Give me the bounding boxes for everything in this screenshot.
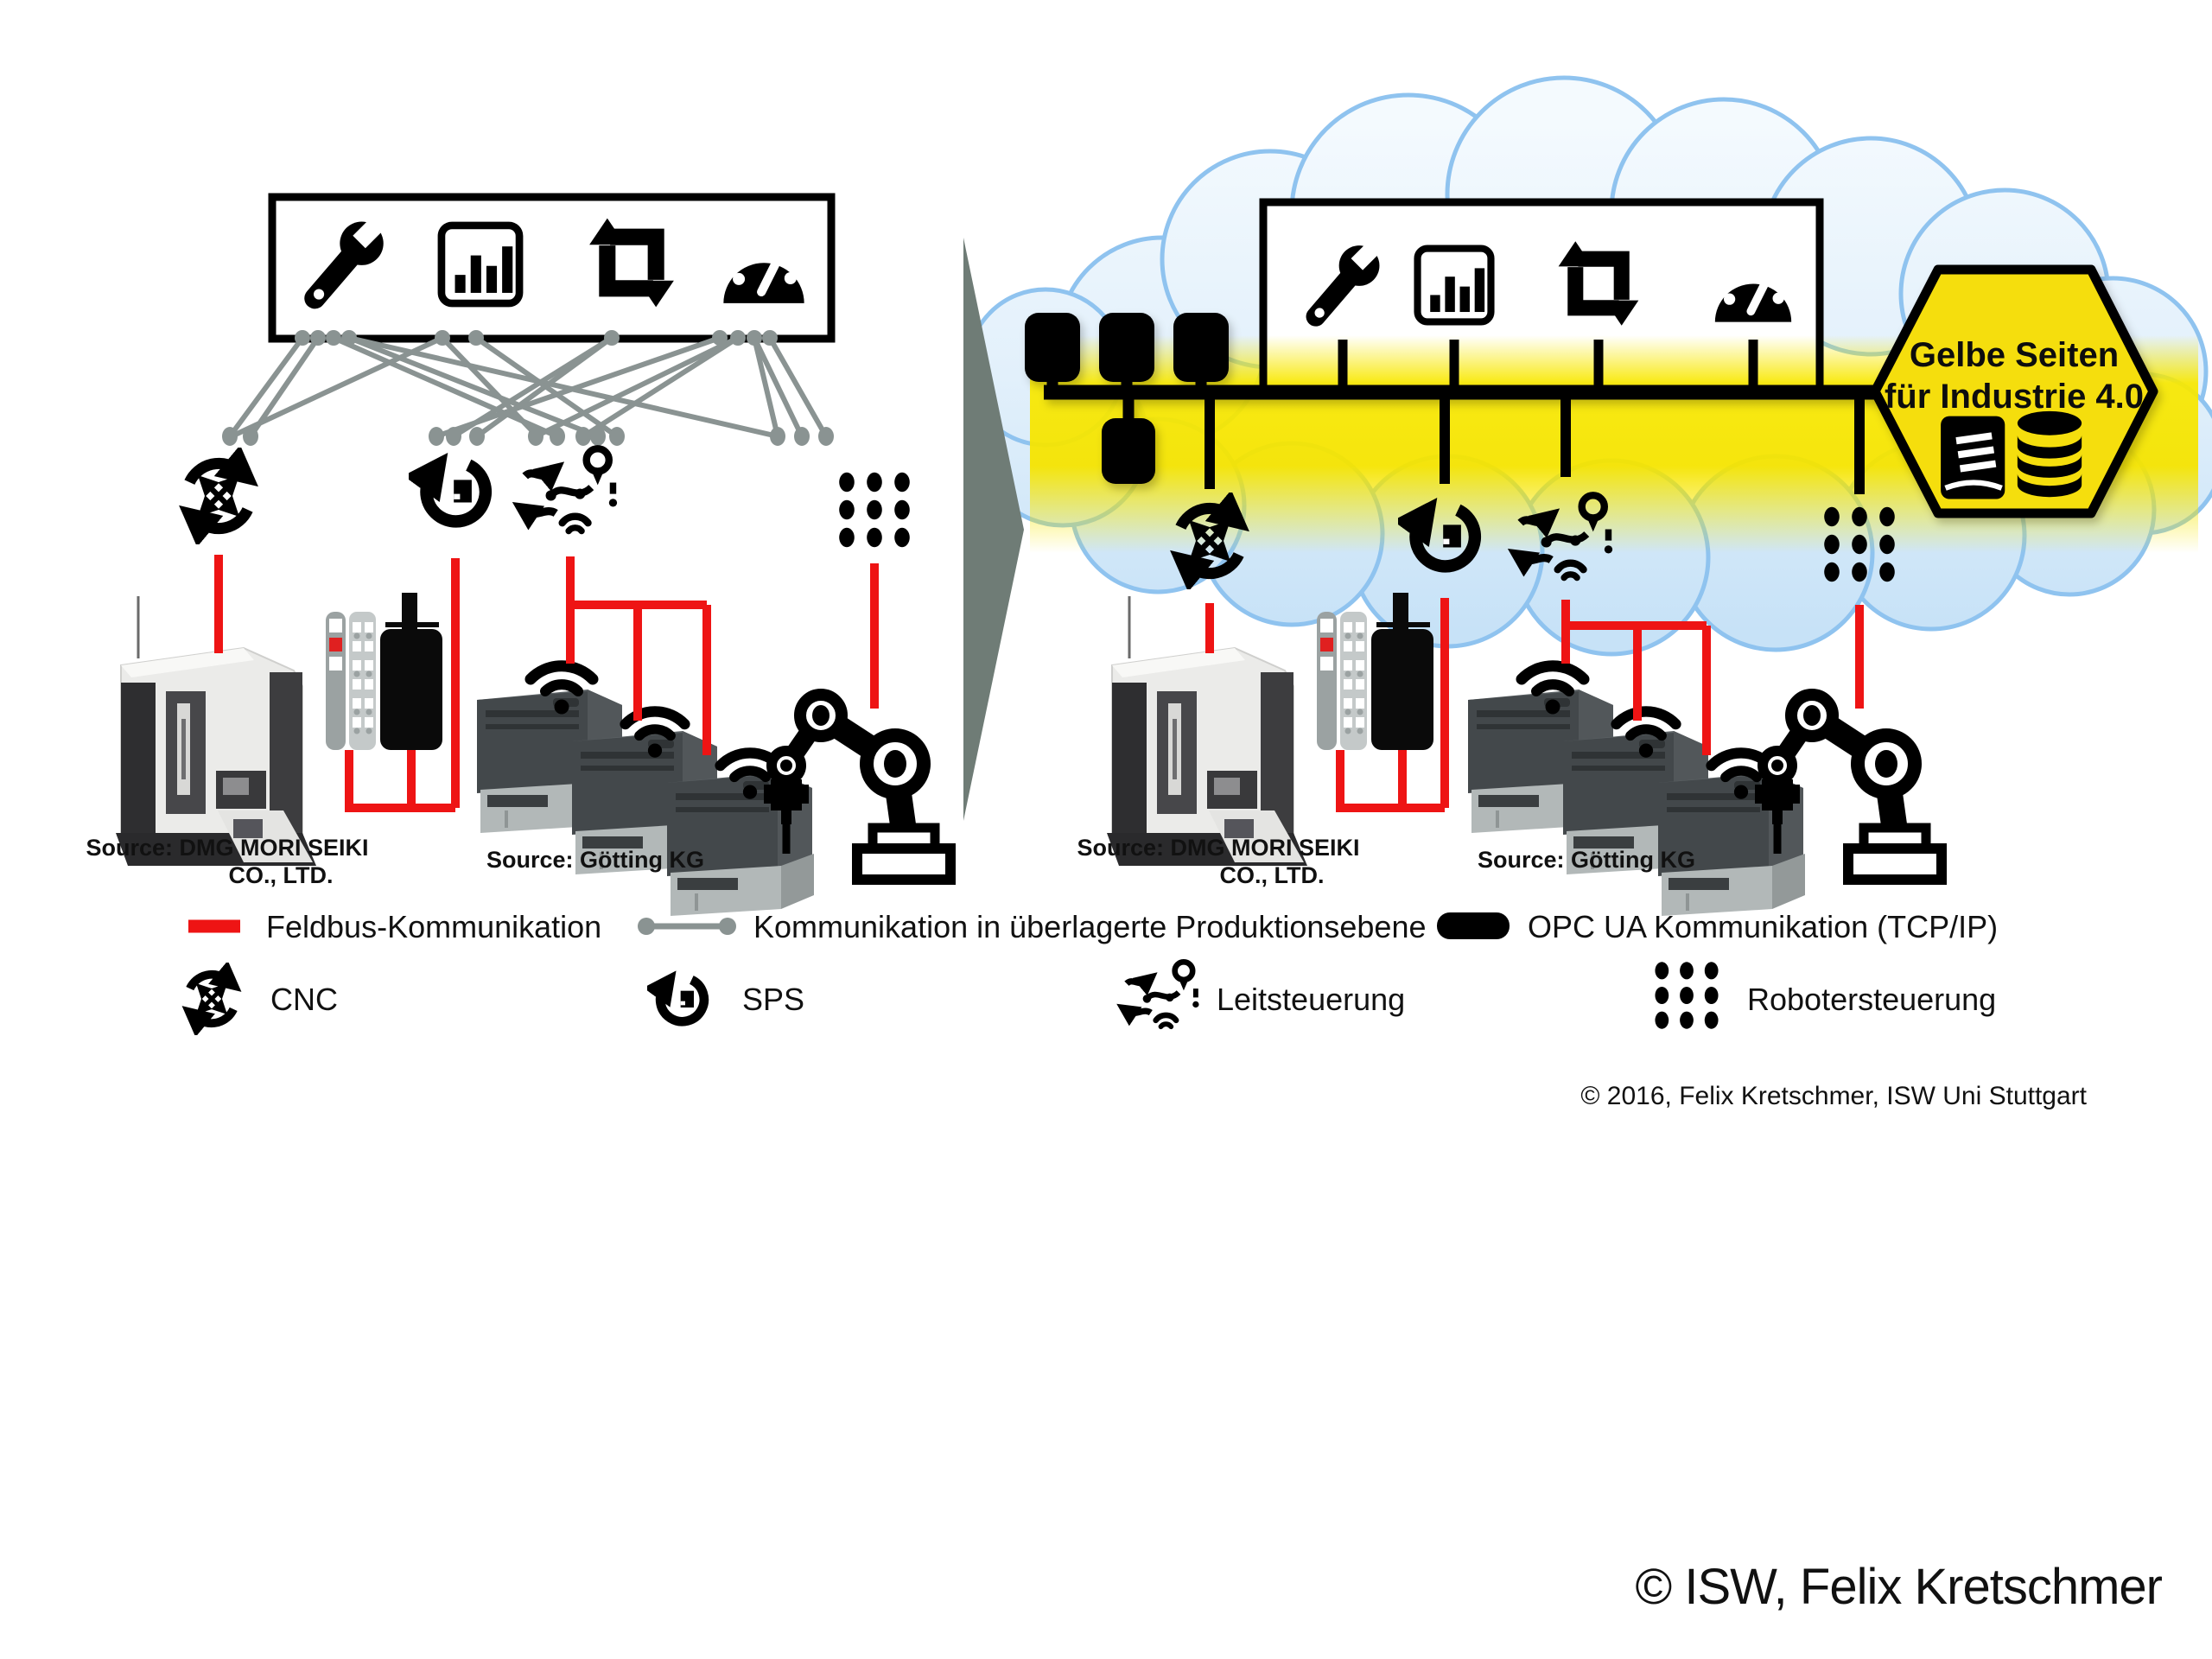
yellow-pages-badge: Gelbe Seiten für Industrie 4.0 xyxy=(1870,264,2158,518)
bar-chart-icon xyxy=(442,226,519,303)
legend-label-ueberlagert: Kommunikation in überlagerte Produktions… xyxy=(753,909,1426,944)
robot-dots-icon xyxy=(1655,962,1719,1029)
cnc-icon xyxy=(189,463,247,528)
transition-arrow xyxy=(963,238,1024,821)
fieldbus-lines-right xyxy=(1205,598,1864,812)
robot-dots-icon xyxy=(839,472,910,548)
legend-label-opcua: OPC UA Kommunikation (TCP/IP) xyxy=(1528,909,1998,944)
robot-dots-icon xyxy=(1824,506,1895,582)
cnc-icon xyxy=(190,975,233,1023)
legend-label-sps: SPS xyxy=(742,982,804,1017)
page-credit: © ISW, Felix Kretschmer xyxy=(1635,1559,2162,1615)
badge-line1: Gelbe Seiten xyxy=(1910,336,2119,374)
bus-node-icon xyxy=(1025,313,1229,484)
legend-label-feldbus: Feldbus-Kommunikation xyxy=(266,909,601,944)
diagram-credit: © 2016, Felix Kretschmer, ISW Uni Stuttg… xyxy=(1580,1082,2087,1110)
bus-drop-lines xyxy=(1205,398,1865,494)
legend-label-cnc: CNC xyxy=(270,982,338,1017)
sps-icon xyxy=(426,465,485,521)
opc-ua-bus-group xyxy=(1025,313,1953,484)
services-box-left xyxy=(268,193,836,343)
leitsteuerung-icon xyxy=(1127,962,1199,1027)
legend-label-leitsteuerung: Leitsteuerung xyxy=(1217,982,1405,1017)
leitsteuerung-icon xyxy=(525,448,617,531)
point-to-point-mesh xyxy=(222,330,834,446)
legend-label-robotersteuerung: Robotersteuerung xyxy=(1747,982,1996,1017)
legend-black-line-swatch xyxy=(1437,912,1510,939)
fieldbus-lines-left xyxy=(214,555,879,812)
legend: Feldbus-Kommunikation Kommunikation in ü… xyxy=(188,909,1998,1029)
badge-line2: für Industrie 4.0 xyxy=(1885,378,2144,416)
phone-book-icon xyxy=(1941,416,2005,499)
service-drop-lines-right xyxy=(1338,340,1758,391)
sps-icon xyxy=(660,980,704,1021)
bar-chart-icon xyxy=(1418,249,1491,322)
